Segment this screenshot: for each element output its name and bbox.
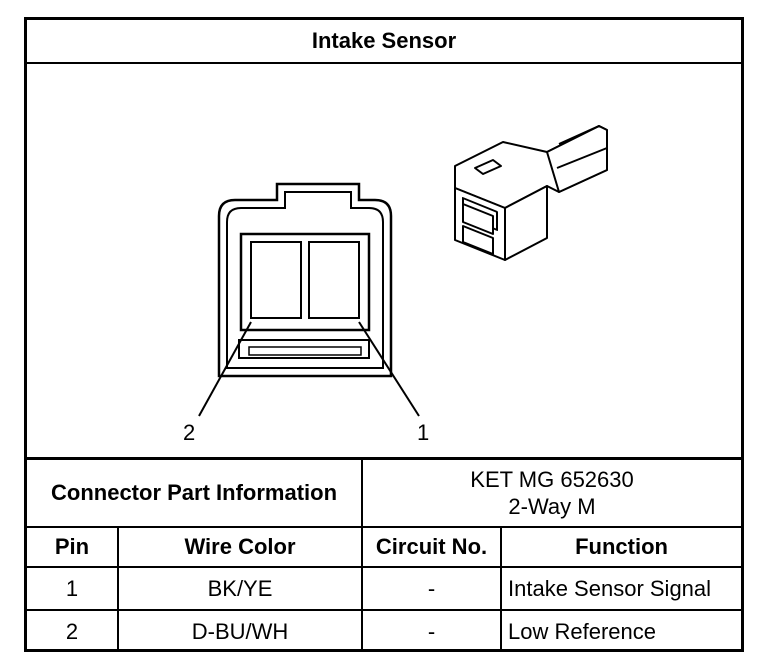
connector-outer-shell	[217, 182, 393, 378]
pin-callout-2: 2	[183, 420, 196, 445]
connector-part-info-label: Connector Part Information	[27, 457, 364, 528]
connector-isometric-view	[454, 125, 608, 261]
header-wire-color: Wire Color	[116, 526, 364, 568]
wire-color-cell: D-BU/WH	[116, 609, 364, 652]
iso-latch	[474, 159, 502, 175]
cavity-pin-1	[308, 241, 360, 319]
callout-line-1	[358, 321, 420, 417]
table-row: 1 BK/YE - Intake Sensor Signal	[27, 566, 742, 611]
connector-inner-shell	[226, 191, 384, 369]
pin-cell: 2	[27, 609, 119, 652]
sheet-title: Intake Sensor	[27, 20, 741, 64]
iso-side-face	[504, 185, 548, 261]
terminal-cavity-frame	[239, 232, 371, 332]
function-cell: Intake Sensor Signal	[500, 566, 742, 611]
pin-callout-1: 1	[417, 420, 430, 445]
function-cell: Low Reference	[500, 609, 742, 652]
connector-part-number: KET MG 652630	[470, 467, 634, 492]
circuit-cell: -	[361, 609, 503, 652]
connector-info-table: Connector Part Information KET MG 652630…	[27, 457, 742, 652]
connector-drawing	[198, 125, 608, 417]
connector-lock-slot	[238, 339, 370, 359]
table-row: 2 D-BU/WH - Low Reference	[27, 609, 742, 652]
wire-color-cell: BK/YE	[116, 566, 364, 611]
connector-part-info-value: KET MG 652630 2-Way M	[361, 457, 742, 528]
cavity-pin-2	[250, 241, 302, 319]
connector-type: 2-Way M	[508, 494, 596, 519]
connector-sheet: Intake Sensor	[24, 17, 744, 652]
header-pin: Pin	[27, 526, 119, 568]
header-circuit-no: Circuit No.	[361, 526, 503, 568]
header-function: Function	[500, 526, 742, 568]
pin-cell: 1	[27, 566, 119, 611]
connector-face-view	[217, 182, 393, 378]
callout-line-2	[198, 321, 252, 417]
circuit-cell: -	[361, 566, 503, 611]
connector-diagram: 2 1	[27, 64, 741, 458]
